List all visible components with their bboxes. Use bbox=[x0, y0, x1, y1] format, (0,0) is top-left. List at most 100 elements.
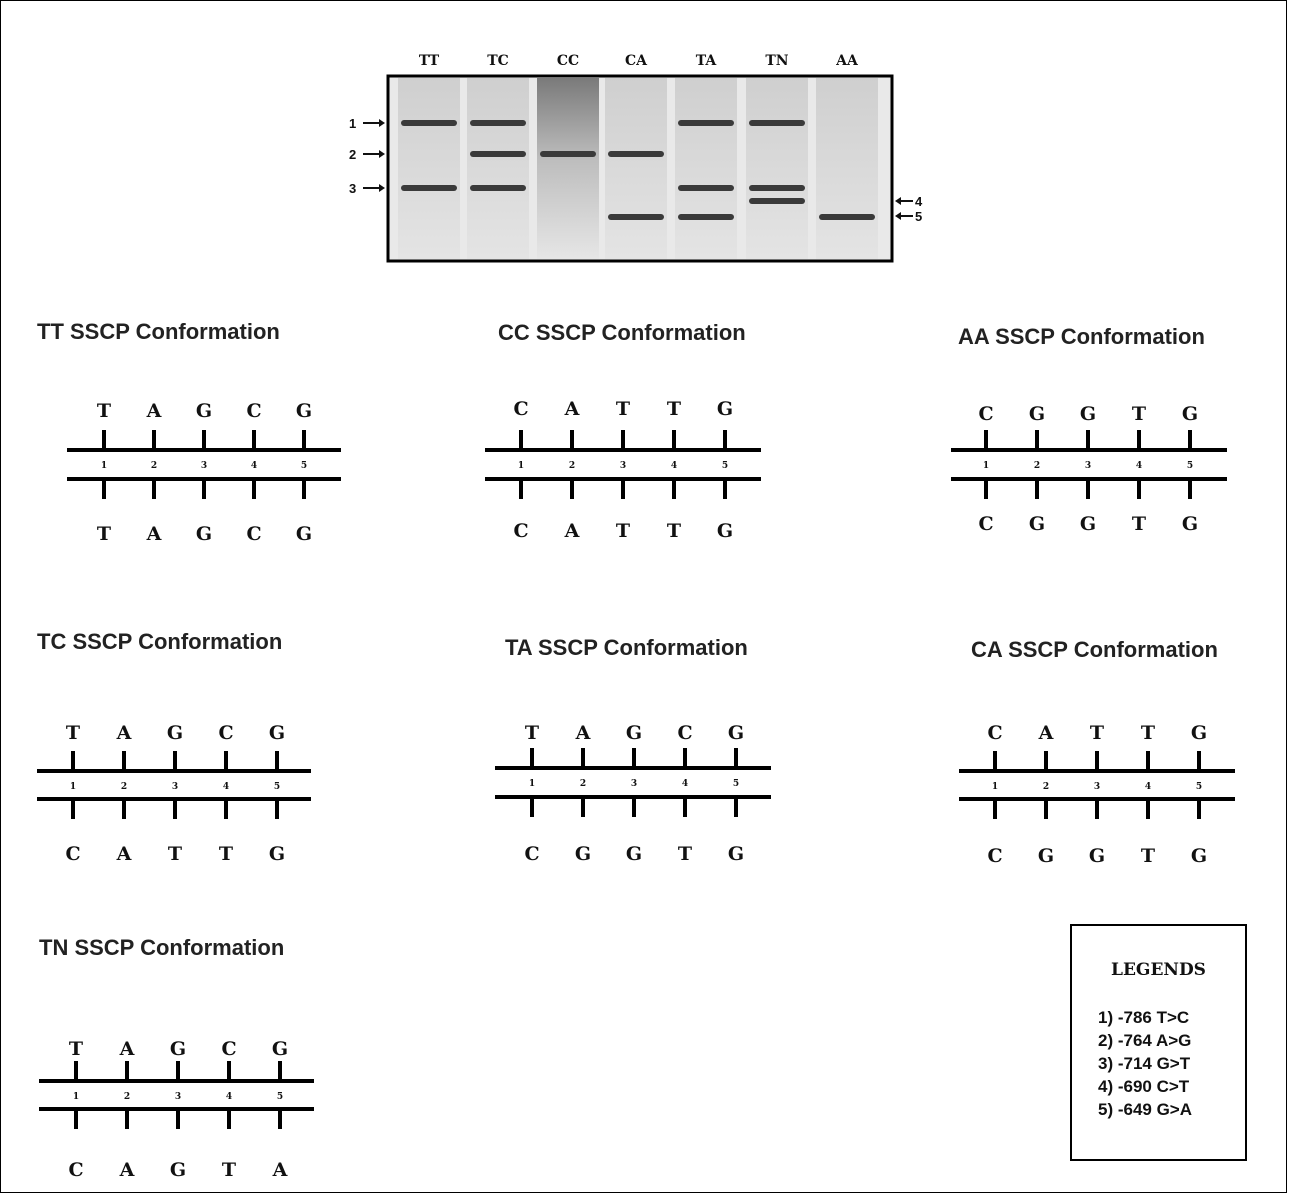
gel-band bbox=[749, 198, 805, 204]
position-label: 2 bbox=[1043, 782, 1049, 792]
gel-band bbox=[678, 214, 734, 220]
gel-marker-arrowhead bbox=[379, 119, 385, 127]
position-label: 2 bbox=[1034, 461, 1040, 471]
gel-lane-label: TA bbox=[696, 53, 718, 69]
gel-marker-label: 4 bbox=[915, 194, 923, 209]
position-label: 1 bbox=[73, 1092, 79, 1102]
base-bottom: G bbox=[1182, 513, 1198, 535]
base-bottom: G bbox=[1038, 845, 1054, 867]
gel-marker-label: 5 bbox=[915, 209, 922, 224]
sscp-gel: TT TC CC CA TA TN AA 1 2 3 45 bbox=[331, 41, 931, 271]
gel-lane-label: AA bbox=[835, 53, 859, 69]
base-top: A bbox=[119, 1038, 135, 1060]
base-bottom: C bbox=[987, 845, 1002, 867]
gel-lane-label: TT bbox=[419, 53, 440, 69]
gel-band bbox=[749, 185, 805, 191]
gel-lane bbox=[537, 78, 599, 259]
base-bottom: G bbox=[170, 1159, 186, 1181]
gel-marker-arrowhead bbox=[895, 212, 901, 220]
position-label: 1 bbox=[983, 461, 989, 471]
position-label: 1 bbox=[992, 782, 998, 792]
legend-title: LEGENDS bbox=[1072, 960, 1245, 980]
position-label: 3 bbox=[1085, 461, 1091, 471]
legend-item: 3) -714 G>T bbox=[1098, 1052, 1192, 1075]
gel-band bbox=[608, 214, 664, 220]
base-top: A bbox=[1038, 722, 1054, 744]
base-top: G bbox=[1191, 722, 1207, 744]
gel-lane bbox=[675, 78, 737, 259]
gel-band bbox=[540, 151, 596, 157]
gel-band bbox=[470, 120, 526, 126]
base-bottom: A bbox=[119, 1159, 135, 1181]
base-bottom: T bbox=[1141, 845, 1155, 867]
position-label: 4 bbox=[1136, 461, 1142, 471]
gel-band bbox=[678, 185, 734, 191]
gel-lane bbox=[746, 78, 808, 259]
base-bottom: G bbox=[1191, 845, 1207, 867]
gel-marker-arrowhead bbox=[895, 197, 901, 205]
gel-band bbox=[401, 185, 457, 191]
base-bottom: C bbox=[978, 513, 993, 535]
base-top: G bbox=[170, 1038, 186, 1060]
position-label: 5 bbox=[1196, 782, 1202, 792]
conformation-diagram: 1CC2AG3TG4TT5GG bbox=[1, 629, 1289, 859]
panel-ca: CA SSCP Conformation 1CC2AG3TG4TT5GG bbox=[1, 629, 331, 889]
gel-marker-label: 3 bbox=[349, 181, 356, 196]
gel-lane-label: TC bbox=[487, 53, 509, 69]
gel-lane bbox=[398, 78, 460, 259]
gel-band bbox=[678, 120, 734, 126]
position-label: 4 bbox=[226, 1092, 232, 1102]
gel-lane-label: CA bbox=[625, 53, 648, 69]
gel-marker-label: 2 bbox=[349, 147, 356, 162]
gel-band bbox=[470, 185, 526, 191]
gel-marker-label: 1 bbox=[349, 116, 356, 131]
base-bottom: C bbox=[68, 1159, 83, 1181]
gel-lane bbox=[467, 78, 529, 259]
base-bottom: G bbox=[1080, 513, 1096, 535]
base-bottom: A bbox=[272, 1159, 288, 1181]
base-top: C bbox=[978, 403, 993, 425]
gel-band bbox=[608, 151, 664, 157]
base-top: T bbox=[1132, 403, 1146, 425]
position-label: 2 bbox=[124, 1092, 130, 1102]
base-bottom: T bbox=[1132, 513, 1146, 535]
gel-marker-arrowhead bbox=[379, 150, 385, 158]
gel-lane bbox=[605, 78, 667, 259]
gel-band bbox=[401, 120, 457, 126]
legend-item: 1) -786 T>C bbox=[1098, 1006, 1192, 1029]
gel-band bbox=[749, 120, 805, 126]
position-label: 3 bbox=[175, 1092, 181, 1102]
base-top: G bbox=[1029, 403, 1045, 425]
base-bottom: G bbox=[1029, 513, 1045, 535]
gel-band bbox=[819, 214, 875, 220]
gel-lane-label: TN bbox=[765, 53, 788, 69]
legend-list: 1) -786 T>C 2) -764 A>G 3) -714 G>T 4) -… bbox=[1098, 1006, 1192, 1121]
base-top: T bbox=[69, 1038, 83, 1060]
base-bottom: G bbox=[1089, 845, 1105, 867]
position-label: 5 bbox=[1187, 461, 1193, 471]
base-top: T bbox=[1090, 722, 1104, 744]
base-top: T bbox=[1141, 722, 1155, 744]
gel-lane bbox=[816, 78, 878, 259]
position-label: 4 bbox=[1145, 782, 1151, 792]
base-top: G bbox=[1080, 403, 1096, 425]
gel-band bbox=[470, 151, 526, 157]
gel-lane-label: CC bbox=[557, 53, 579, 69]
position-label: 5 bbox=[277, 1092, 283, 1102]
position-label: 3 bbox=[1094, 782, 1100, 792]
legend-item: 5) -649 G>A bbox=[1098, 1098, 1192, 1121]
legend-item: 2) -764 A>G bbox=[1098, 1029, 1192, 1052]
base-top: G bbox=[272, 1038, 288, 1060]
legend-item: 4) -690 C>T bbox=[1098, 1075, 1192, 1098]
base-top: C bbox=[987, 722, 1002, 744]
base-top: C bbox=[221, 1038, 236, 1060]
gel-marker-arrowhead bbox=[379, 184, 385, 192]
base-top: G bbox=[1182, 403, 1198, 425]
legend-box: LEGENDS 1) -786 T>C 2) -764 A>G 3) -714 … bbox=[1070, 924, 1247, 1161]
base-bottom: T bbox=[222, 1159, 236, 1181]
